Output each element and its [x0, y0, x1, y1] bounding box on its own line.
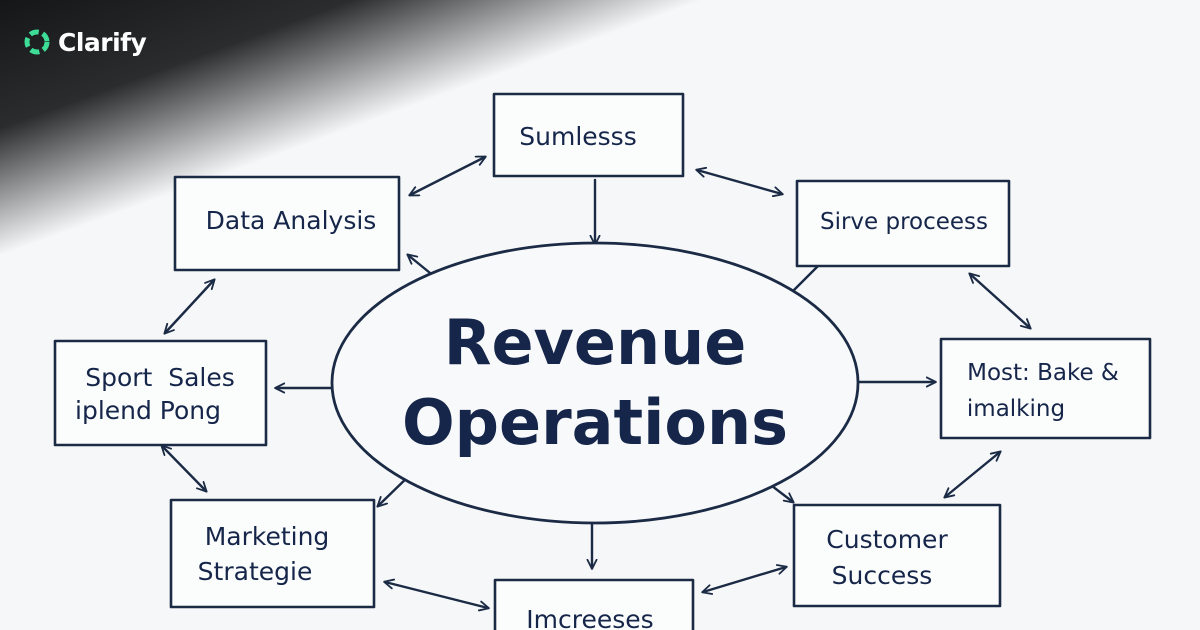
- node-most-bake: Most: Bake & imalking: [939, 337, 1152, 440]
- arrow-most-bake-to-customer-success: [943, 450, 1002, 499]
- arrow-sirve-to-most-bake: [968, 272, 1032, 330]
- node-most-bake-line2: imalking: [967, 396, 1065, 422]
- arrow-top-to-data-analysis: [408, 155, 487, 197]
- node-customer-success: Customer Success: [792, 503, 1002, 608]
- hub-title-line2: Operations: [402, 386, 788, 459]
- brand-logo[interactable]: Clarify: [22, 26, 147, 58]
- node-data-analysis-label: Data Analysis: [206, 206, 377, 235]
- node-marketing: Marketing Strategie: [169, 498, 376, 609]
- node-bottom: Imcreeses: [493, 578, 695, 630]
- node-sport-sales-line1: Sport Sales: [85, 363, 235, 392]
- node-sport-sales-line2: iplend Pong: [75, 396, 221, 425]
- node-top-label: Sumlesss: [519, 122, 636, 151]
- arrow-marketing-to-bottom: [383, 578, 490, 612]
- node-data-analysis: Data Analysis: [173, 175, 401, 272]
- arrow-sport-sales-to-marketing: [160, 444, 208, 493]
- node-marketing-line1: Marketing: [205, 522, 330, 551]
- node-top: Sumlesss: [492, 92, 685, 178]
- hub-title-line1: Revenue: [444, 306, 747, 379]
- node-customer-success-line2: Success: [832, 561, 933, 590]
- node-bottom-label: Imcreeses: [526, 605, 653, 630]
- node-marketing-line2: Strategie: [198, 557, 313, 586]
- node-sport-sales: Sport Sales iplend Pong: [53, 339, 268, 447]
- node-customer-success-line1: Customer: [826, 525, 948, 554]
- arrow-top-to-sirve: [695, 166, 784, 198]
- hub-node: Revenue Operations: [330, 241, 860, 525]
- brand-name: Clarify: [58, 27, 147, 57]
- node-most-bake-line1: Most: Bake &: [967, 360, 1119, 386]
- arrow-bottom-to-customer-success: [701, 564, 788, 595]
- node-sirve-process: Sirve proceess: [795, 179, 1011, 268]
- node-sirve-process-label: Sirve proceess: [820, 209, 988, 235]
- arrow-data-analysis-to-sport-sales: [163, 278, 216, 335]
- clarify-logo-icon: [24, 29, 50, 55]
- connector-arrows: [160, 155, 1032, 612]
